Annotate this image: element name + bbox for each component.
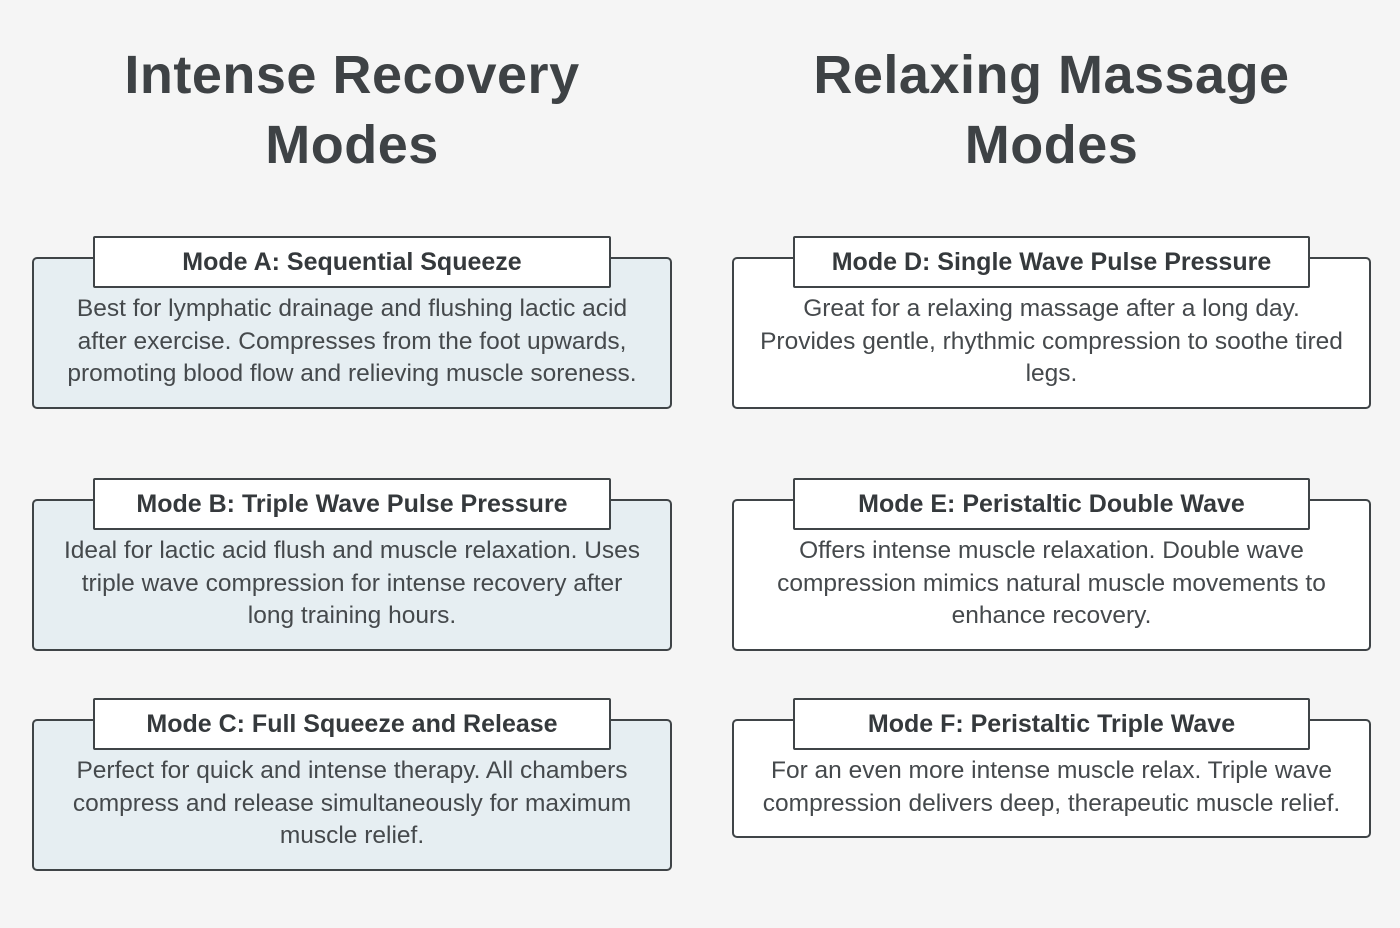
card-mode-a: Mode A: Sequential Squeeze Best for lymp… bbox=[32, 236, 672, 409]
relaxing-massage-column-title: Relaxing Massage Modes bbox=[813, 45, 1290, 176]
card-mode-c: Mode C: Full Squeeze and Release Perfect… bbox=[32, 698, 672, 871]
card-mode-c-title: Mode C: Full Squeeze and Release bbox=[92, 698, 612, 750]
card-mode-a-title: Mode A: Sequential Squeeze bbox=[92, 236, 612, 288]
card-mode-d-title: Mode D: Single Wave Pulse Pressure bbox=[792, 236, 1311, 288]
card-mode-d: Mode D: Single Wave Pulse Pressure Great… bbox=[732, 236, 1371, 409]
card-mode-f: Mode F: Peristaltic Triple Wave For an e… bbox=[732, 698, 1371, 839]
card-mode-e-title: Mode E: Peristaltic Double Wave bbox=[792, 478, 1311, 530]
card-mode-b-title: Mode B: Triple Wave Pulse Pressure bbox=[92, 478, 612, 530]
intense-recovery-column-title: Intense Recovery Modes bbox=[124, 45, 580, 176]
card-mode-e: Mode E: Peristaltic Double Wave Offers i… bbox=[732, 478, 1371, 651]
card-mode-b: Mode B: Triple Wave Pulse Pressure Ideal… bbox=[32, 478, 672, 651]
modes-comparison-page: Intense Recovery Modes Relaxing Massage … bbox=[32, 45, 1371, 871]
card-mode-f-title: Mode F: Peristaltic Triple Wave bbox=[792, 698, 1311, 750]
